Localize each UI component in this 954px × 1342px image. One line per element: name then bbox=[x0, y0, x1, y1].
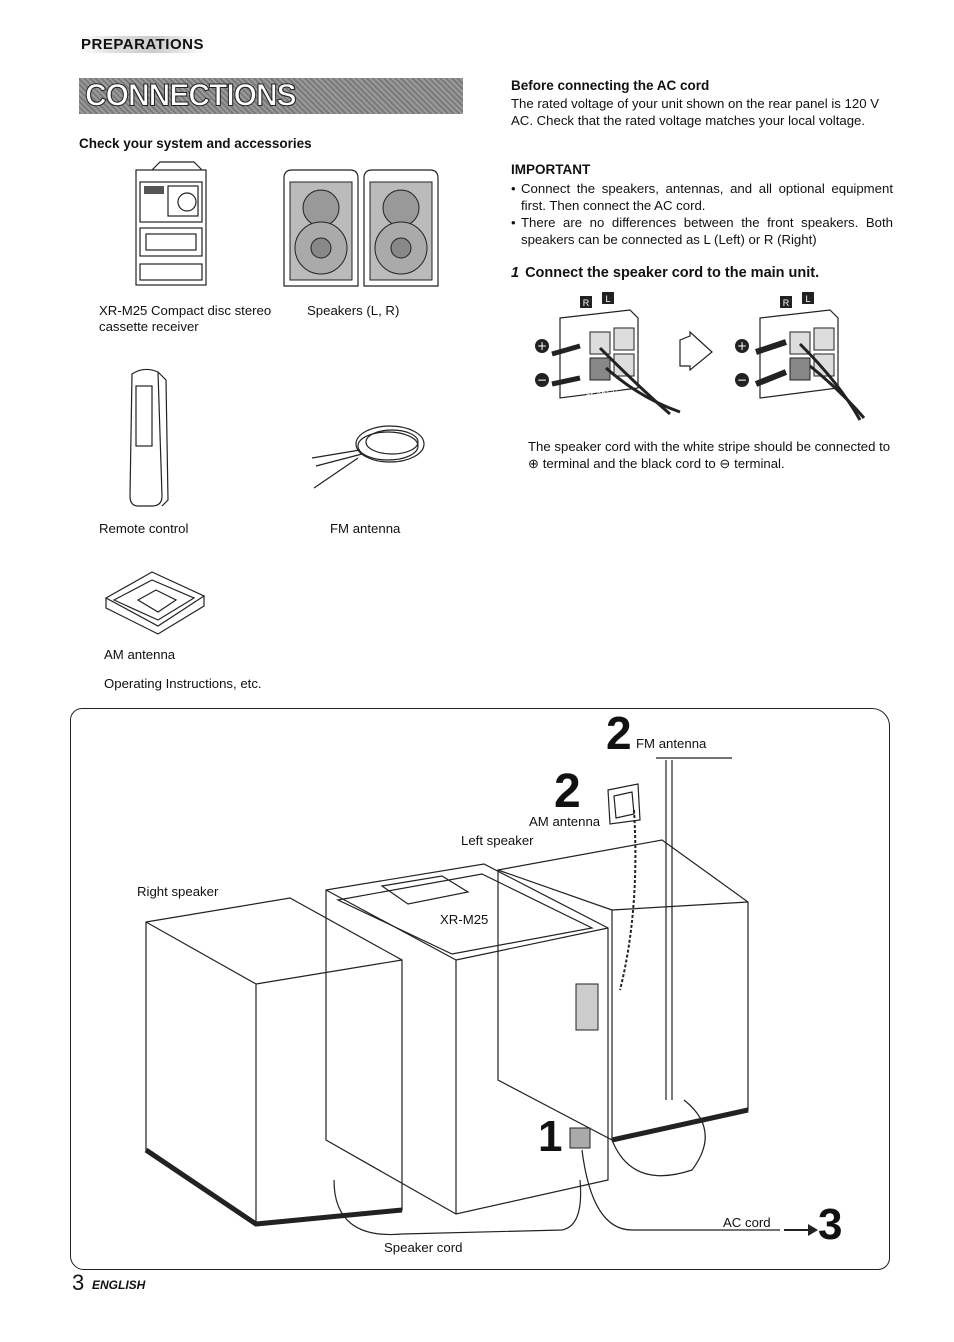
important-bullet: Connect the speakers, antennas, and all … bbox=[511, 180, 893, 214]
step1-text: The speaker cord with the white stripe s… bbox=[528, 439, 891, 471]
step1-diagram-number: 1 bbox=[538, 1112, 563, 1161]
page-title: CONNECTIONS bbox=[85, 78, 298, 114]
step1-heading: Connect the speaker cord to the main uni… bbox=[525, 265, 820, 281]
receiver-illustration bbox=[135, 161, 207, 286]
svg-text:−: − bbox=[737, 373, 747, 387]
caption-am: AM antenna bbox=[104, 647, 176, 662]
svg-text:+: + bbox=[737, 339, 747, 353]
important-heading: IMPORTANT bbox=[511, 162, 591, 177]
caption-speakers: Speakers (L, R) bbox=[307, 303, 400, 318]
connection-illustration bbox=[144, 757, 818, 1236]
fm-step-number: 2 bbox=[606, 707, 632, 759]
terminal-l-label: L bbox=[805, 294, 810, 304]
remote-illustration bbox=[129, 368, 169, 507]
plate-text: SPEAKERS bbox=[580, 382, 624, 404]
ac-cord-text: The rated voltage of your unit shown on … bbox=[511, 96, 880, 128]
caption-remote: Remote control bbox=[99, 521, 189, 536]
page-number: 3 bbox=[72, 1270, 85, 1295]
svg-text:+: + bbox=[537, 339, 547, 353]
speakers-illustration bbox=[283, 169, 439, 287]
terminal-l-label: L bbox=[605, 294, 610, 304]
step1-heading-row: 1 Connect the speaker cord to the main un… bbox=[511, 265, 819, 281]
connection-diagram bbox=[70, 708, 890, 1270]
fm-antenna-illustration bbox=[311, 425, 425, 489]
terminal-r-label: R bbox=[583, 298, 590, 308]
check-heading: Check your system and accessories bbox=[79, 136, 312, 151]
caption-extra: Operating Instructions, etc. bbox=[104, 676, 262, 691]
arrow-icon bbox=[679, 330, 713, 372]
step1-number: 1 bbox=[511, 265, 520, 281]
am-antenna-label: AM antenna bbox=[529, 814, 601, 829]
unit-label: XR-M25 bbox=[440, 912, 489, 927]
ac-cord-label: AC cord bbox=[723, 1215, 771, 1230]
important-bullet: There are no differences between the fro… bbox=[511, 214, 893, 248]
step3-number: 3 bbox=[818, 1200, 843, 1249]
right-speaker-label: Right speaker bbox=[137, 884, 219, 899]
ac-cord-heading: Before connecting the AC cord bbox=[511, 78, 710, 93]
important-list: Connect the speakers, antennas, and all … bbox=[511, 180, 893, 248]
title-bar: CONNECTIONS bbox=[79, 78, 463, 114]
left-speaker-label: Left speaker bbox=[461, 833, 534, 848]
caption-fm: FM antenna bbox=[330, 521, 401, 536]
terminal-illustration: R L + − SPEAKERS R L + − bbox=[535, 292, 866, 421]
fm-antenna-label: FM antenna bbox=[636, 736, 707, 751]
section-tag: PREPARATIONS bbox=[79, 36, 206, 53]
svg-text:−: − bbox=[537, 373, 547, 387]
footer-language: ENGLISH bbox=[92, 1278, 146, 1292]
speaker-cord-label: Speaker cord bbox=[384, 1240, 463, 1255]
caption-receiver: XR-M25 Compact disc stereo cassette rece… bbox=[99, 303, 272, 334]
terminal-r-label: R bbox=[783, 298, 790, 308]
am-antenna-illustration bbox=[104, 571, 206, 635]
am-step-number: 2 bbox=[554, 765, 581, 818]
